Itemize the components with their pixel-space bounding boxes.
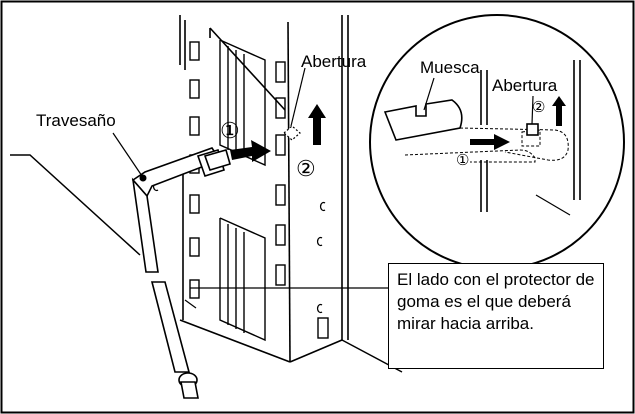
detail-callout: Muesca Abertura ② ① — [369, 14, 625, 270]
step-2-marker-detail: ② — [532, 99, 545, 116]
abertura-label-detail: Abertura — [492, 76, 558, 95]
floor-front-line — [184, 299, 197, 309]
lift-arrow-main — [308, 104, 326, 145]
step-2-marker-main: ② — [296, 156, 316, 181]
travesano-label: Travesaño — [36, 111, 116, 130]
detail-crossbar — [383, 99, 463, 141]
abertura-label-main: Abertura — [301, 52, 367, 71]
lift-arrow-detail — [552, 96, 566, 126]
abertura-detail-leader — [531, 95, 534, 125]
cabinet-side-panel — [179, 15, 349, 363]
panel-hooks — [152, 181, 326, 314]
step-1-marker-detail: ① — [456, 152, 469, 169]
insert-arrow-main — [230, 140, 271, 162]
muesca-leader — [423, 77, 435, 111]
panel-cutout-lower — [219, 217, 266, 342]
opening-dashed-main — [283, 125, 301, 141]
crossbar-part — [131, 147, 231, 399]
floor-line — [10, 154, 141, 256]
insert-arrow-detail — [470, 134, 510, 150]
travesano-leader — [112, 132, 143, 177]
opening-square-detail — [526, 123, 539, 136]
panel-cutout-upper — [219, 39, 266, 167]
crossbar-marker-dot — [139, 174, 147, 182]
muesca-label: Muesca — [420, 58, 480, 77]
rubber-protector-note: El lado con el protector de goma es el q… — [388, 263, 604, 369]
step-1-marker-main: ① — [220, 118, 240, 143]
abertura-main-leader — [290, 67, 306, 127]
detail-panel-lines — [480, 60, 581, 216]
panel-slots-right — [275, 61, 329, 339]
